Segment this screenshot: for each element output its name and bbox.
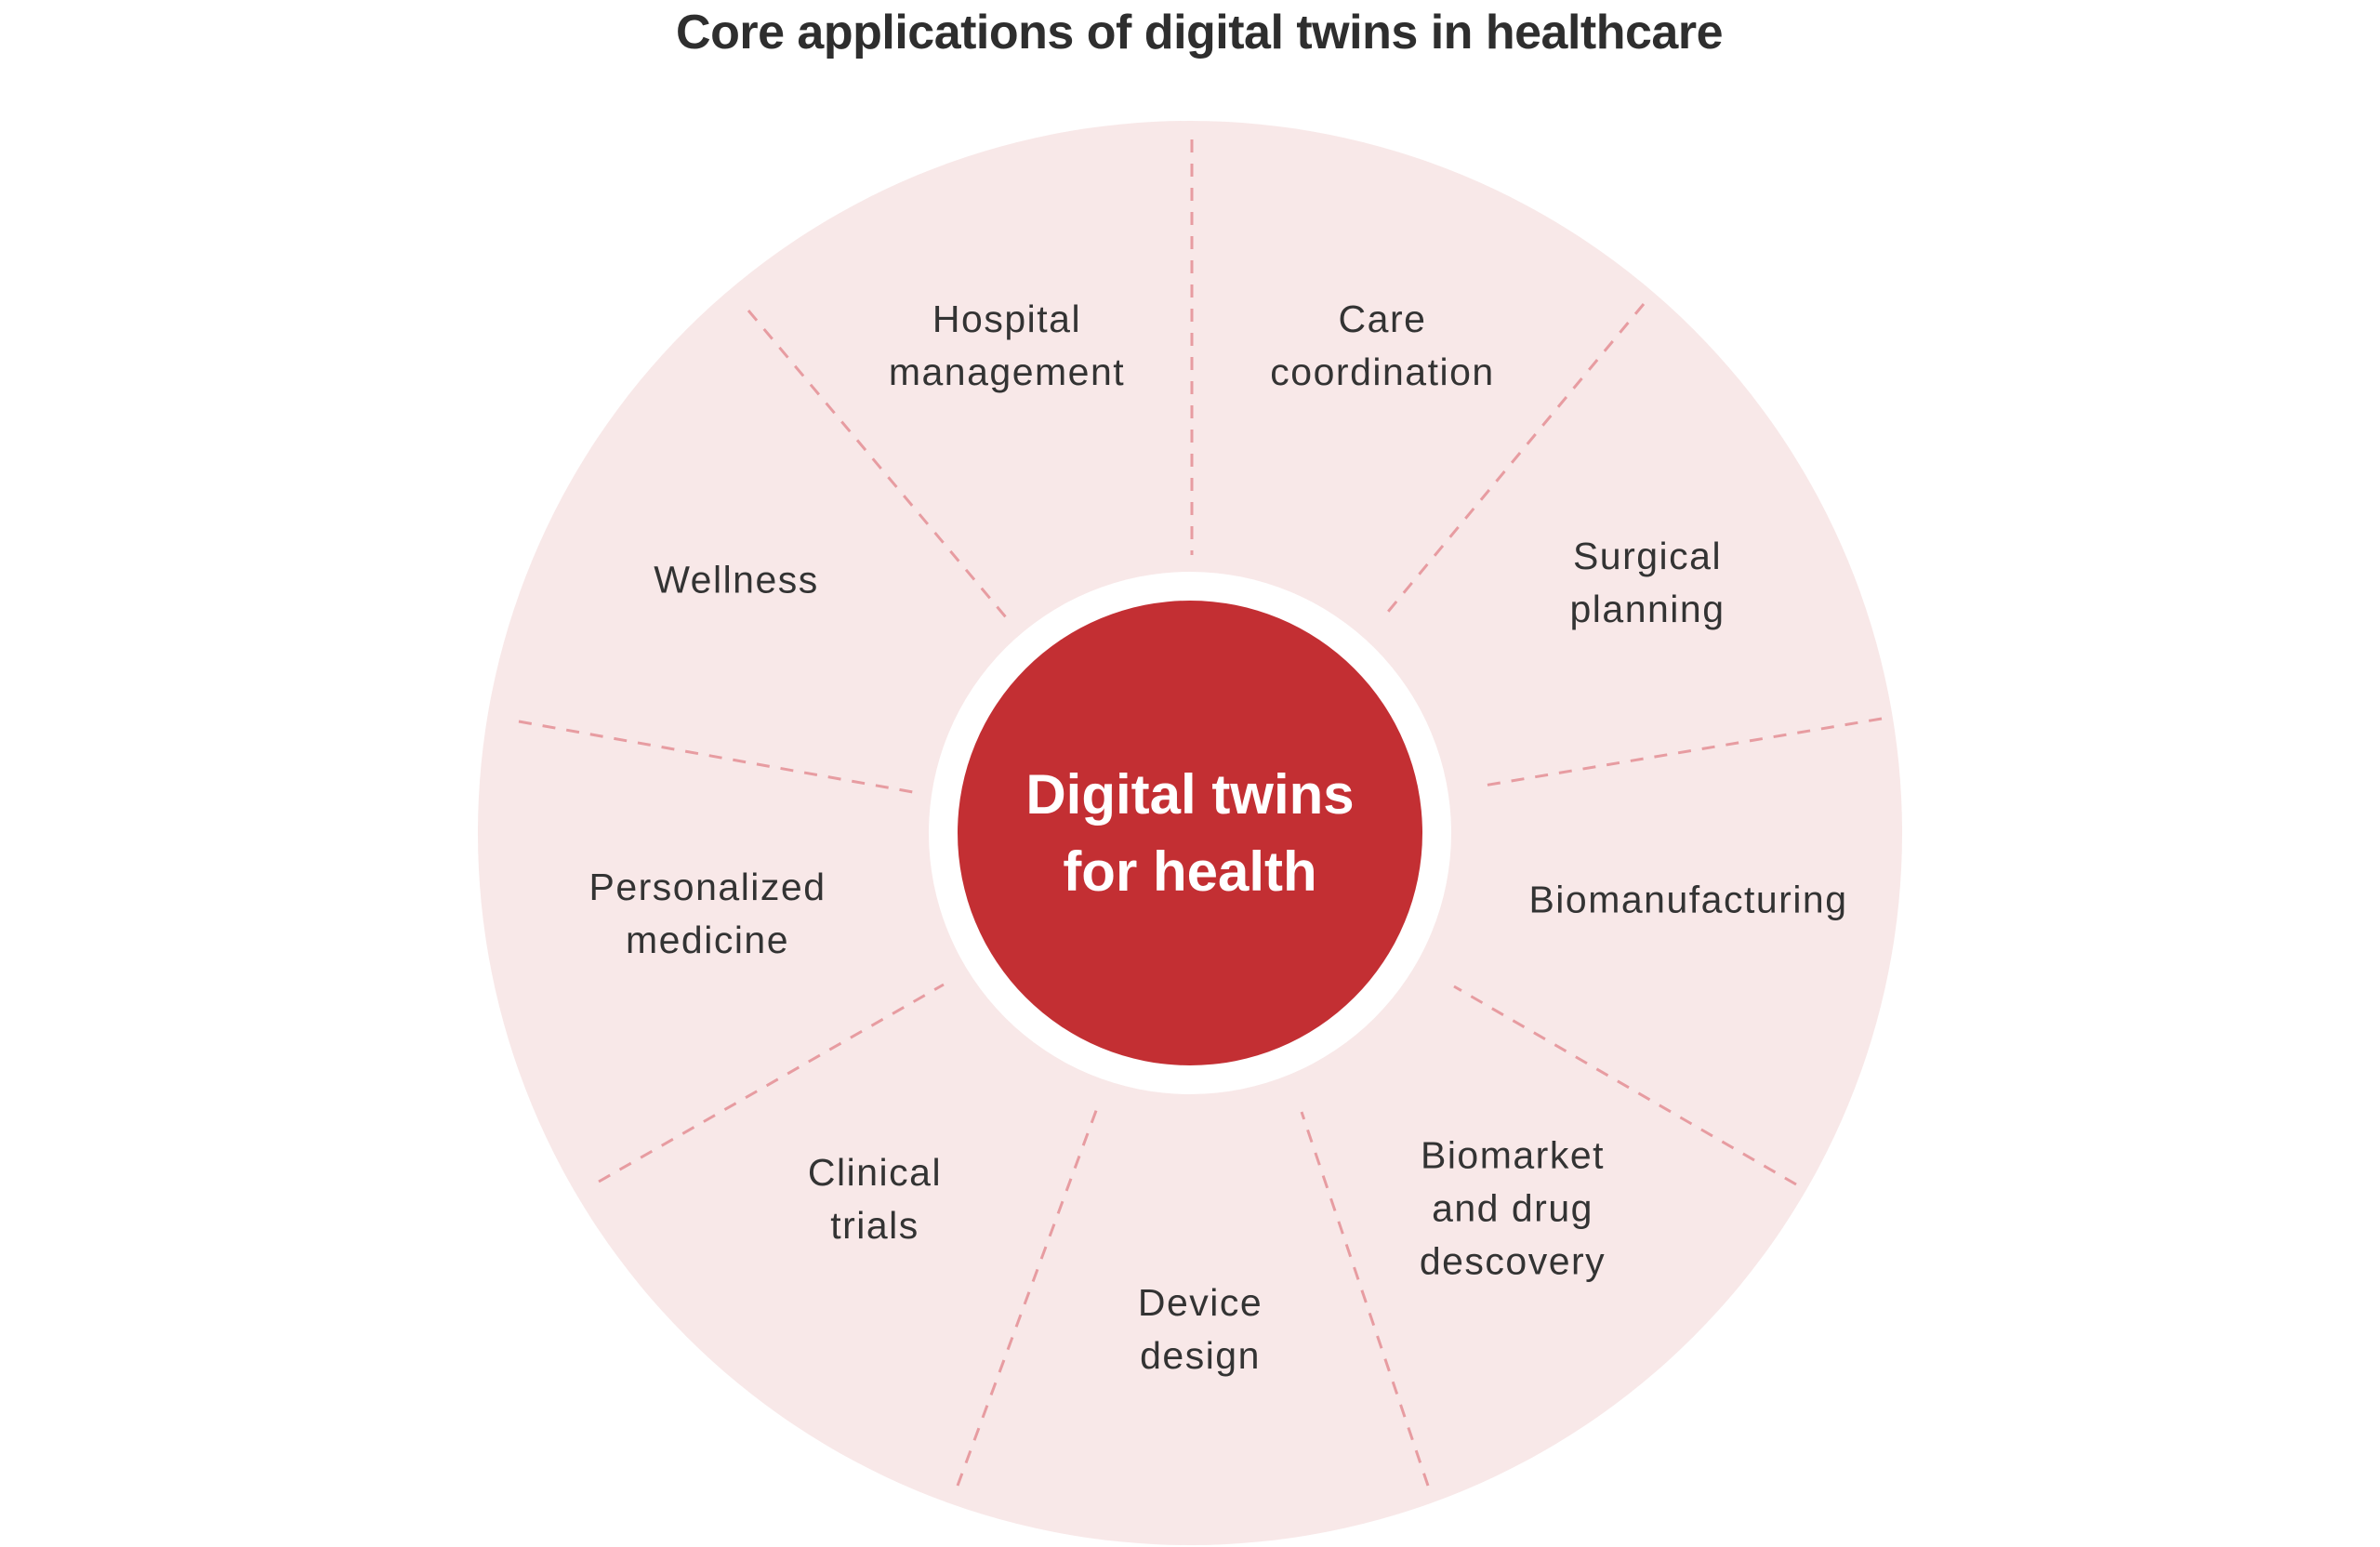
center-hub-label: Digital twins for health <box>1025 756 1354 910</box>
divider-bottom-right <box>1300 1111 1430 1487</box>
divider-upper-left <box>747 310 1008 618</box>
center-line-2: for health <box>1063 840 1317 903</box>
divider-upper-right <box>1382 303 1646 618</box>
segment-label-line: design <box>1140 1334 1261 1377</box>
segment-label-line: Biomanufacturing <box>1528 878 1848 921</box>
segment-label-line: Care <box>1338 298 1427 340</box>
segment-label-line: medicine <box>625 919 790 961</box>
diagram-title: Core applications of digital twins in he… <box>676 6 1723 60</box>
divider-left <box>518 720 914 794</box>
segment-biomanufacturing: Biomanufacturing <box>1528 874 1847 927</box>
divider-right <box>1477 717 1883 788</box>
segment-label-line: and drug <box>1432 1186 1593 1230</box>
divider-lower-right <box>1453 985 1797 1186</box>
segment-hospital-management: Hospital management <box>889 293 1125 399</box>
segment-label-line: Personalized <box>588 866 826 908</box>
segment-device-design: Device design <box>1138 1276 1263 1382</box>
divider-lower-left <box>598 983 945 1183</box>
center-hub <box>958 601 1422 1065</box>
segment-label-line: coordination <box>1270 350 1495 393</box>
segment-label-line: Surgical <box>1572 535 1723 577</box>
segment-label-line: planning <box>1569 588 1726 630</box>
segment-personalized-medicine: Personalized medicine <box>588 861 826 967</box>
segment-label-line: Wellness <box>654 558 819 602</box>
segment-clinical-trials: Clinical trials <box>808 1146 942 1252</box>
segment-surgical-planning: Surgical planning <box>1569 530 1725 636</box>
segment-label-line: Clinical <box>807 1151 943 1194</box>
segment-label-line: trials <box>830 1204 919 1247</box>
segment-care-coordination: Care coordination <box>1270 293 1494 399</box>
center-line-1: Digital twins <box>1025 763 1355 826</box>
segment-label-line: management <box>888 350 1126 393</box>
segment-label-line: Biomarket <box>1420 1133 1606 1177</box>
segment-label-line: descovery <box>1419 1239 1606 1283</box>
segment-dividers <box>518 139 1883 1487</box>
divider-bottom-left <box>956 1107 1099 1487</box>
segment-biomarket-drug-discovery: Biomarket and drug descovery <box>1420 1130 1606 1289</box>
segment-label-line: Device <box>1137 1281 1263 1324</box>
segment-wellness: Wellness <box>654 554 819 607</box>
segment-label-line: Hospital <box>932 298 1082 340</box>
